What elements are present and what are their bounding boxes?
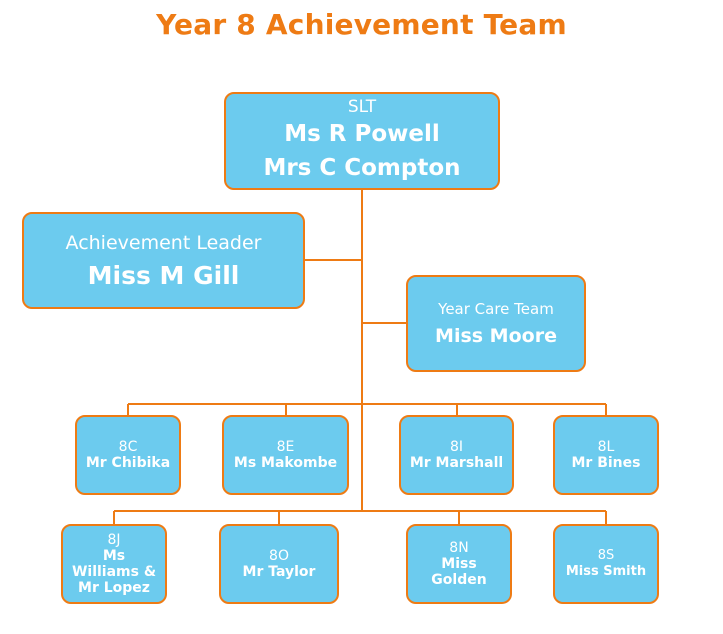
slt-role: SLT <box>347 97 377 117</box>
form-label: 8J <box>107 532 121 548</box>
form-box-8o: 8O Mr Taylor <box>219 524 339 604</box>
form-label: 8O <box>269 548 289 564</box>
achievement-leader-box: Achievement Leader Miss M Gill <box>22 212 305 309</box>
achievement-leader-name: Miss M Gill <box>87 260 240 290</box>
year-care-team-box: Year Care Team Miss Moore <box>406 275 586 372</box>
form-box-8c: 8C Mr Chibika <box>75 415 181 495</box>
tutor-name: Miss Golden <box>431 556 487 588</box>
tutor-name: Mr Chibika <box>85 455 171 471</box>
form-box-8i: 8I Mr Marshall <box>399 415 514 495</box>
form-label: 8L <box>597 439 615 455</box>
tutor-name: Ms Williams & Mr Lopez <box>71 548 157 596</box>
slt-name-1: Ms R Powell <box>284 121 440 147</box>
year-care-team-name: Miss Moore <box>435 324 557 347</box>
tutor-name: Miss Smith <box>565 564 647 579</box>
form-box-8j: 8J Ms Williams & Mr Lopez <box>61 524 167 604</box>
chart-title: Year 8 Achievement Team <box>156 8 567 41</box>
form-label: 8N <box>449 540 469 556</box>
form-label: 8E <box>276 439 295 455</box>
form-box-8s: 8S Miss Smith <box>553 524 659 604</box>
tutor-name: Mr Bines <box>571 455 641 471</box>
form-label: 8I <box>449 439 464 455</box>
tutor-name: Mr Taylor <box>242 564 316 580</box>
slt-name-2: Mrs C Compton <box>263 155 461 181</box>
tutor-name: Mr Marshall <box>409 455 504 471</box>
year-care-team-role: Year Care Team <box>438 299 554 318</box>
slt-box: SLT Ms R Powell Mrs C Compton <box>224 92 500 190</box>
form-box-8e: 8E Ms Makombe <box>222 415 349 495</box>
tutor-name: Ms Makombe <box>233 455 338 471</box>
form-box-8n: 8N Miss Golden <box>406 524 512 604</box>
form-box-8l: 8L Mr Bines <box>553 415 659 495</box>
form-label: 8C <box>118 439 138 455</box>
form-label: 8S <box>597 548 615 563</box>
achievement-leader-role: Achievement Leader <box>65 231 262 254</box>
